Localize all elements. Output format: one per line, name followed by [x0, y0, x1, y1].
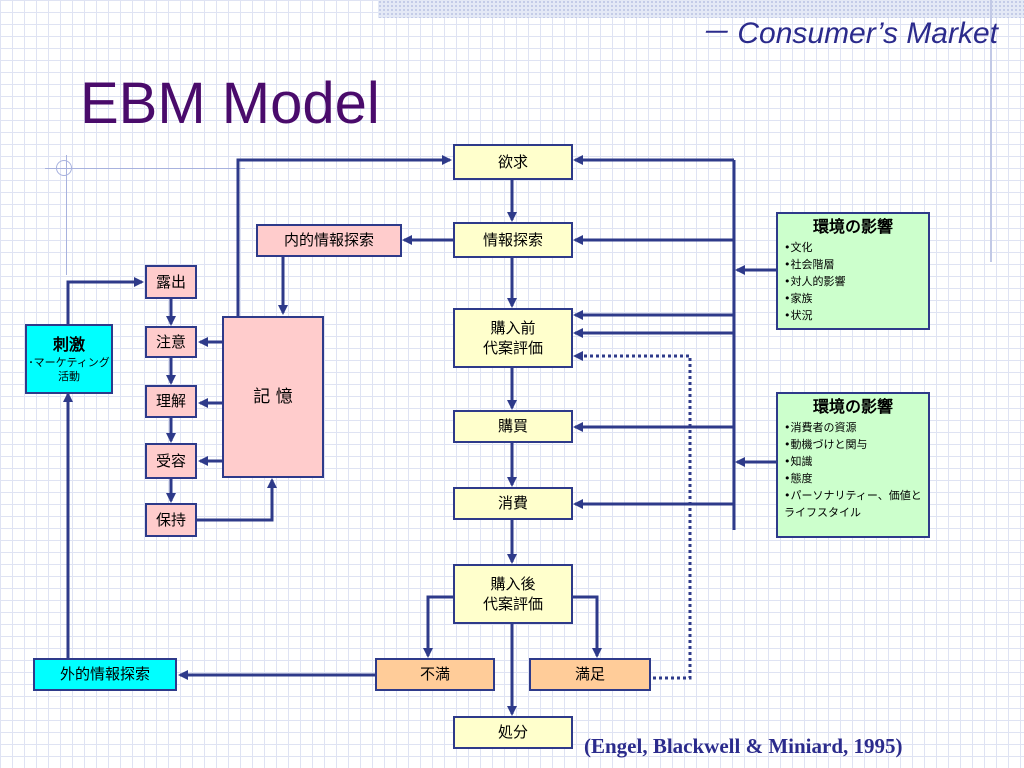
- citation: (Engel, Blackwell & Miniard, 1995): [584, 734, 903, 758]
- divestment-box: 処分: [453, 716, 573, 749]
- environmental-influences-title: 環境の影響: [812, 217, 893, 236]
- ind-item-motivation: 動機づけと関与: [784, 436, 922, 453]
- individual-differences-title: 環境の影響: [812, 397, 893, 416]
- environmental-influences-list: 文化 社会階層 対人的影響 家族 状況: [784, 239, 846, 324]
- acceptance-box: 受容: [145, 443, 197, 479]
- individual-differences-list: 消費者の資源 動機づけと関与 知識 態度 パーソナリティー、価値とライフスタイル: [784, 419, 922, 521]
- env-item-personal-influence: 対人的影響: [784, 273, 846, 290]
- env-item-social-class: 社会階層: [784, 256, 846, 273]
- information-search-box: 情報探索: [453, 222, 573, 258]
- ind-item-knowledge: 知識: [784, 453, 922, 470]
- stimuli-box: 刺激 ･マーケティング活動: [25, 324, 113, 394]
- need-recognition-box: 欲求: [453, 144, 573, 180]
- exposure-box: 露出: [145, 265, 197, 299]
- memory-box: 記 憶: [222, 316, 324, 478]
- top-band-decoration: [378, 0, 1024, 18]
- comprehension-box: 理解: [145, 385, 197, 418]
- right-rule-decoration: [990, 0, 992, 262]
- stimuli-title: 刺激: [52, 334, 85, 354]
- env-item-family: 家族: [784, 290, 846, 307]
- env-item-culture: 文化: [784, 239, 846, 256]
- env-item-situation: 状況: [784, 307, 846, 324]
- attention-box: 注意: [145, 326, 197, 358]
- internal-search-box: 内的情報探索: [256, 224, 402, 257]
- deco-vertical-line: [66, 155, 67, 275]
- ind-item-personality: パーソナリティー、価値とライフスタイル: [784, 487, 922, 521]
- ind-item-attitudes: 態度: [784, 470, 922, 487]
- retention-box: 保持: [145, 503, 197, 537]
- arrow-stimuli-to-exposure: [66, 277, 144, 324]
- ind-item-resources: 消費者の資源: [784, 419, 922, 436]
- consumption-box: 消費: [453, 487, 573, 520]
- satisfaction-box: 満足: [529, 658, 651, 691]
- arrow-post-to-satisfied: [572, 595, 602, 658]
- external-search-box: 外的情報探索: [33, 658, 177, 691]
- individual-differences-box: 環境の影響 消費者の資源 動機づけと関与 知識 態度 パーソナリティー、価値とラ…: [776, 392, 930, 538]
- dissatisfaction-box: 不満: [375, 658, 495, 691]
- slide-subtitle: － Consumer’s Market: [699, 17, 998, 50]
- deco-circle: [56, 160, 72, 176]
- environmental-influences-box: 環境の影響 文化 社会階層 対人的影響 家族 状況: [776, 212, 930, 330]
- arrow-memory-to-need: [236, 155, 452, 316]
- arrow-retention-to-memory: [197, 478, 277, 522]
- deco-horizontal-line: [45, 168, 245, 169]
- arrow-post-to-dissatisfied: [423, 595, 453, 658]
- postpurchase-evaluation-box: 購入後 代案評価: [453, 564, 573, 624]
- stimuli-subtitle: ･マーケティング活動: [28, 355, 110, 383]
- purchase-box: 購買: [453, 410, 573, 443]
- prepurchase-evaluation-box: 購入前 代案評価: [453, 308, 573, 368]
- feedback-dotted-line: [573, 351, 692, 680]
- slide-title: EBM Model: [80, 71, 380, 136]
